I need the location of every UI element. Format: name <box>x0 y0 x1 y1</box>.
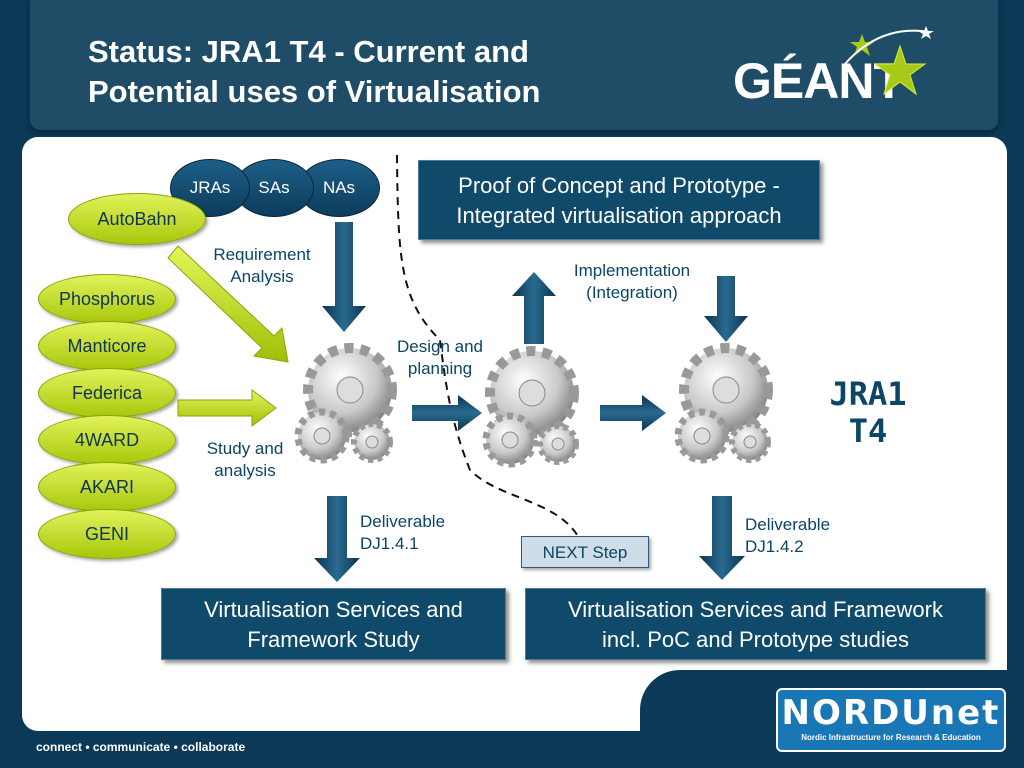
arrow-right-implement <box>600 395 666 431</box>
project-phosphorus: Phosphorus <box>38 274 176 324</box>
jra-line-1: JRA1 <box>829 375 907 413</box>
label-study-line-2: analysis <box>214 461 276 480</box>
label-design-line-2: planning <box>407 359 473 378</box>
label-deliverable-1: Deliverable DJ1.4.1 <box>360 511 480 555</box>
label-deliverable-1-line-2: DJ1.4.1 <box>360 534 419 553</box>
arrow-lime-autobahn <box>167 245 289 363</box>
arrow-lime-projects <box>177 389 277 427</box>
title-line-2: Potential uses of Virtualisation <box>88 74 541 109</box>
label-implementation: Implementation (Integration) <box>548 260 716 304</box>
arrow-down-deliverable-2 <box>699 496 745 580</box>
project-federica: Federica <box>38 368 176 418</box>
label-requirement-analysis: Requirement Analysis <box>188 244 336 288</box>
study-box: Virtualisation Services and Framework St… <box>161 588 506 660</box>
poc-box: Proof of Concept and Prototype - Integra… <box>418 160 820 240</box>
nordunet-tagline: Nordic Infrastructure for Research & Edu… <box>801 733 981 742</box>
study-box-line-2: Framework Study <box>247 627 420 652</box>
geant-logo: GÉANT <box>733 53 904 109</box>
label-requirement-line-1: Requirement <box>213 245 311 264</box>
label-study-analysis: Study and analysis <box>184 438 306 482</box>
next-step-dashed-line <box>396 154 581 541</box>
label-study-line-1: Study and <box>206 439 284 458</box>
framework-box: Virtualisation Services and Framework in… <box>525 588 986 660</box>
geant-stars-icon <box>844 26 934 96</box>
next-step-badge: NEXT Step <box>521 536 649 568</box>
title-line-1: Status: JRA1 T4 - Current and <box>88 34 529 69</box>
label-impl-line-1: Implementation <box>573 261 691 280</box>
label-deliverable-2-line-2: DJ1.4.2 <box>745 537 804 556</box>
label-deliverable-2-line-1: Deliverable <box>745 515 831 534</box>
label-design-planning: Design and planning <box>376 336 504 380</box>
slide-title: Status: JRA1 T4 - Current and Potential … <box>88 32 648 112</box>
header-bar <box>30 0 998 130</box>
arrow-down-implementation <box>704 276 748 342</box>
footer-tagline: connect • communicate • collaborate <box>36 740 246 754</box>
arrow-up-implementation <box>512 272 556 344</box>
gear-cluster-3 <box>674 343 773 464</box>
project-autobahn: AutoBahn <box>68 193 206 245</box>
arrow-right-design <box>412 395 482 431</box>
nordunet-logo: NORDUnet Nordic Infrastructure for Resea… <box>776 688 1006 752</box>
poc-line-1: Proof of Concept and Prototype - <box>458 173 780 198</box>
gear-cluster-1 <box>294 343 397 464</box>
jra-line-2: T4 <box>848 412 888 450</box>
label-deliverable-1-line-1: Deliverable <box>360 512 446 531</box>
arrow-down-requirements <box>322 222 366 332</box>
nordunet-name: NORDUnet <box>781 693 1001 733</box>
label-requirement-line-2: Analysis <box>230 267 294 286</box>
study-box-line-1: Virtualisation Services and <box>204 597 463 622</box>
project-4ward: 4WARD <box>38 415 176 465</box>
label-deliverable-2: Deliverable DJ1.4.2 <box>745 514 865 558</box>
project-geni: GENI <box>38 509 176 559</box>
project-akari: AKARI <box>38 462 176 512</box>
project-manticore: Manticore <box>38 321 176 371</box>
label-design-line-1: Design and <box>396 337 483 356</box>
arrow-down-deliverable-1 <box>314 496 360 582</box>
framework-box-line-2: incl. PoC and Prototype studies <box>602 627 909 652</box>
label-impl-line-2: (Integration) <box>586 283 678 302</box>
gear-cluster-2 <box>482 346 579 468</box>
framework-box-line-1: Virtualisation Services and Framework <box>568 597 943 622</box>
jra1-t4-label: JRA1 T4 <box>818 376 918 450</box>
poc-line-2: Integrated virtualisation approach <box>456 203 782 228</box>
